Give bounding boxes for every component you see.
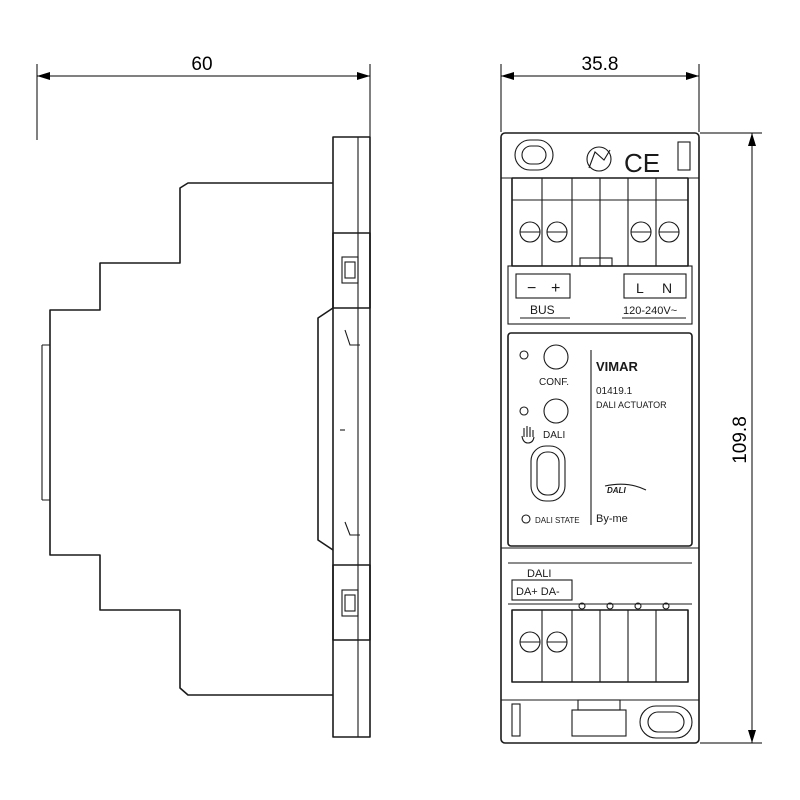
dali-terminal-title: DALI [527, 568, 551, 580]
front-panel [507, 332, 693, 547]
conf-button-label: CONF. [539, 377, 569, 388]
screw-line [630, 221, 652, 243]
screw-da-plus [519, 631, 541, 653]
byme-label: By-me [596, 513, 628, 525]
depth-dimension-label: 60 [191, 54, 212, 75]
dali-button[interactable] [543, 398, 569, 424]
screw-da-minus [546, 631, 568, 653]
ce-mark-icon: CE [624, 148, 660, 178]
product-label: DALI ACTUATOR [596, 400, 667, 410]
front-housing [500, 132, 700, 744]
dali-state-led [521, 514, 531, 524]
screw-neutral [658, 221, 680, 243]
bus-minus-label: − [527, 280, 536, 297]
screw-bus-minus [519, 221, 541, 243]
height-dimension-label: 109.8 [730, 416, 751, 464]
hand-icon [521, 426, 535, 444]
dimension-width: 35.8 [500, 54, 700, 132]
model-label: 01419.1 [596, 386, 633, 397]
dali-terminal-labels: DA+ DA- [516, 586, 560, 598]
approval-mark-icon [586, 146, 612, 172]
brand-label: VIMAR [596, 359, 639, 374]
dali-button-label: DALI [543, 430, 565, 441]
front-view: CE − + L N BUS 120-240V~ [500, 132, 700, 744]
upper-terminal-block [511, 177, 689, 267]
dimension-height: 109.8 [700, 132, 762, 744]
side-rear-plate [332, 136, 371, 738]
dali-state-label: DALI STATE [535, 516, 580, 525]
side-view [41, 136, 371, 738]
line-l-label: L [636, 280, 644, 296]
bus-label: BUS [530, 303, 555, 317]
screw-bus-plus [546, 221, 568, 243]
voltage-label: 120-240V~ [623, 305, 677, 317]
width-dimension-label: 35.8 [582, 54, 619, 75]
dimension-depth: 60 [36, 54, 371, 140]
lower-terminal-block [511, 609, 689, 683]
conf-led [519, 350, 529, 360]
bus-plus-label: + [551, 280, 560, 297]
conf-button[interactable] [543, 344, 569, 370]
line-n-label: N [662, 280, 672, 296]
din-clip-icon [341, 256, 359, 284]
dali-window [530, 445, 566, 502]
dali-logo: DALI [607, 486, 626, 495]
dali-led [519, 406, 529, 416]
